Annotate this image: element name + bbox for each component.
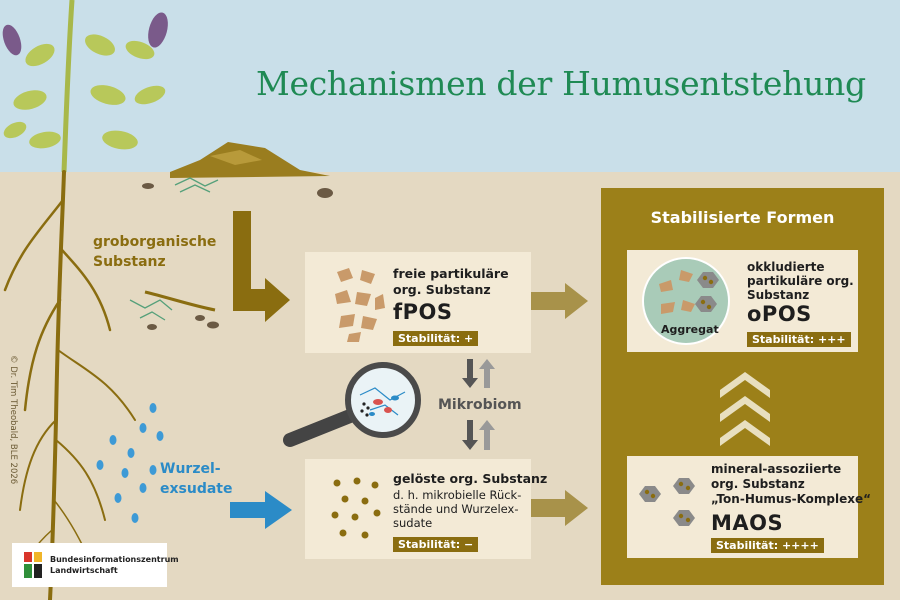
plant-leaves [3,34,166,150]
mineral-particles-icon [639,478,695,526]
maos-abbr: MAOS [711,511,784,535]
dos-description: d. h. mikrobielle Rück- stände und Wurze… [393,488,521,530]
root-fragment [144,290,216,312]
maos-title-line-1: mineral-assoziierte [711,462,842,476]
root-exudates-line-1: Wurzel- [160,461,221,477]
particles-icon [335,268,385,342]
dos-stability-badge: Stabilität: − [393,537,479,552]
maos-stability-badge: Stabilität: ++++ [711,538,824,553]
fpos-title-line-2: org. Substanz [393,282,491,297]
microbiome-arrow-down-lower [462,420,478,450]
fpos-title: freie partikuläre org. Substanz [393,266,509,298]
blue-arrow-to-dos [230,491,292,529]
microbiome-label: Mikrobiom [438,397,522,413]
copyright-note: © Dr. Tim Theobald, BLE 2026 [8,355,18,485]
opos-title-line-1: okkludierte [747,260,825,274]
root-exudates-label: Wurzel- exsudate [160,459,232,499]
stabilized-forms-title: Stabilisierte Formen [650,208,835,227]
fpos-stability-badge: Stabilität: + [393,331,479,346]
aggregate-icon [642,257,730,345]
gold-arrow-fpos-to-opos [531,283,588,319]
opos-abbr: oPOS [747,302,812,326]
opos-title-line-2: partikuläre org. [747,274,854,288]
maos-title: mineral-assoziierte org. Substanz „Ton-H… [711,462,871,507]
opos-title: okkludierte partikuläre org. Substanz [747,260,854,302]
microbiome-arrow-up-lower [479,420,495,450]
fpos-box: freie partikuläre org. Substanz fPOS Sta… [305,252,531,353]
fpos-abbr: fPOS [393,300,453,324]
coarse-organic-line-2: Substanz [93,254,166,270]
coarse-organic-line-1: groborganische [93,234,217,250]
plant-flowers [2,12,168,56]
dos-box: gelöste org. Substanz d. h. mikrobielle … [305,459,547,559]
plant-stem [61,0,75,173]
magnifying-glass-icon [283,362,421,447]
fungal-hyphae [129,177,219,321]
logo-box: Bundesinformationszentrum Landwirtschaft [12,543,179,587]
brand-logo-icon [24,552,42,578]
maos-title-line-2: org. Substanz [711,477,805,491]
page-title: Mechanismen der Humusentstehung [256,64,866,103]
aggregate-label: Aggregat [661,323,719,336]
maos-box: mineral-assoziierte org. Substanz „Ton-H… [627,456,871,558]
opos-box: Aggregat okkludierte partikuläre org. Su… [627,250,858,352]
dos-description-line-1: d. h. mikrobielle Rück- [393,488,522,502]
dissolved-particles-icon [331,477,381,539]
logo-line-2: Landwirtschaft [50,566,118,575]
dos-title: gelöste org. Substanz [393,471,548,486]
maos-title-line-3: „Ton-Humus-Komplexe“ [711,492,872,506]
microbiome-arrow-up-upper [479,359,495,388]
fpos-title-line-1: freie partikuläre [393,266,509,281]
dos-description-line-3: sudate [393,516,433,530]
dos-description-line-2: stände und Wurzelex- [393,502,519,516]
opos-title-line-3: Substanz [747,288,810,302]
l-arrow-to-fpos [233,211,290,322]
logo-line-1: Bundesinformationszentrum [50,555,179,564]
water-droplets [96,403,164,523]
root-exudates-line-2: exsudate [160,481,233,497]
stabilization-chevrons-icon [720,372,770,446]
soil-organisms [142,183,333,330]
microbiome-arrow-down-upper [462,359,478,388]
coarse-organic-label: groborganische Substanz [93,232,216,272]
gold-arrow-dos-to-maos [531,490,588,526]
opos-stability-badge: Stabilität: +++ [747,332,851,347]
